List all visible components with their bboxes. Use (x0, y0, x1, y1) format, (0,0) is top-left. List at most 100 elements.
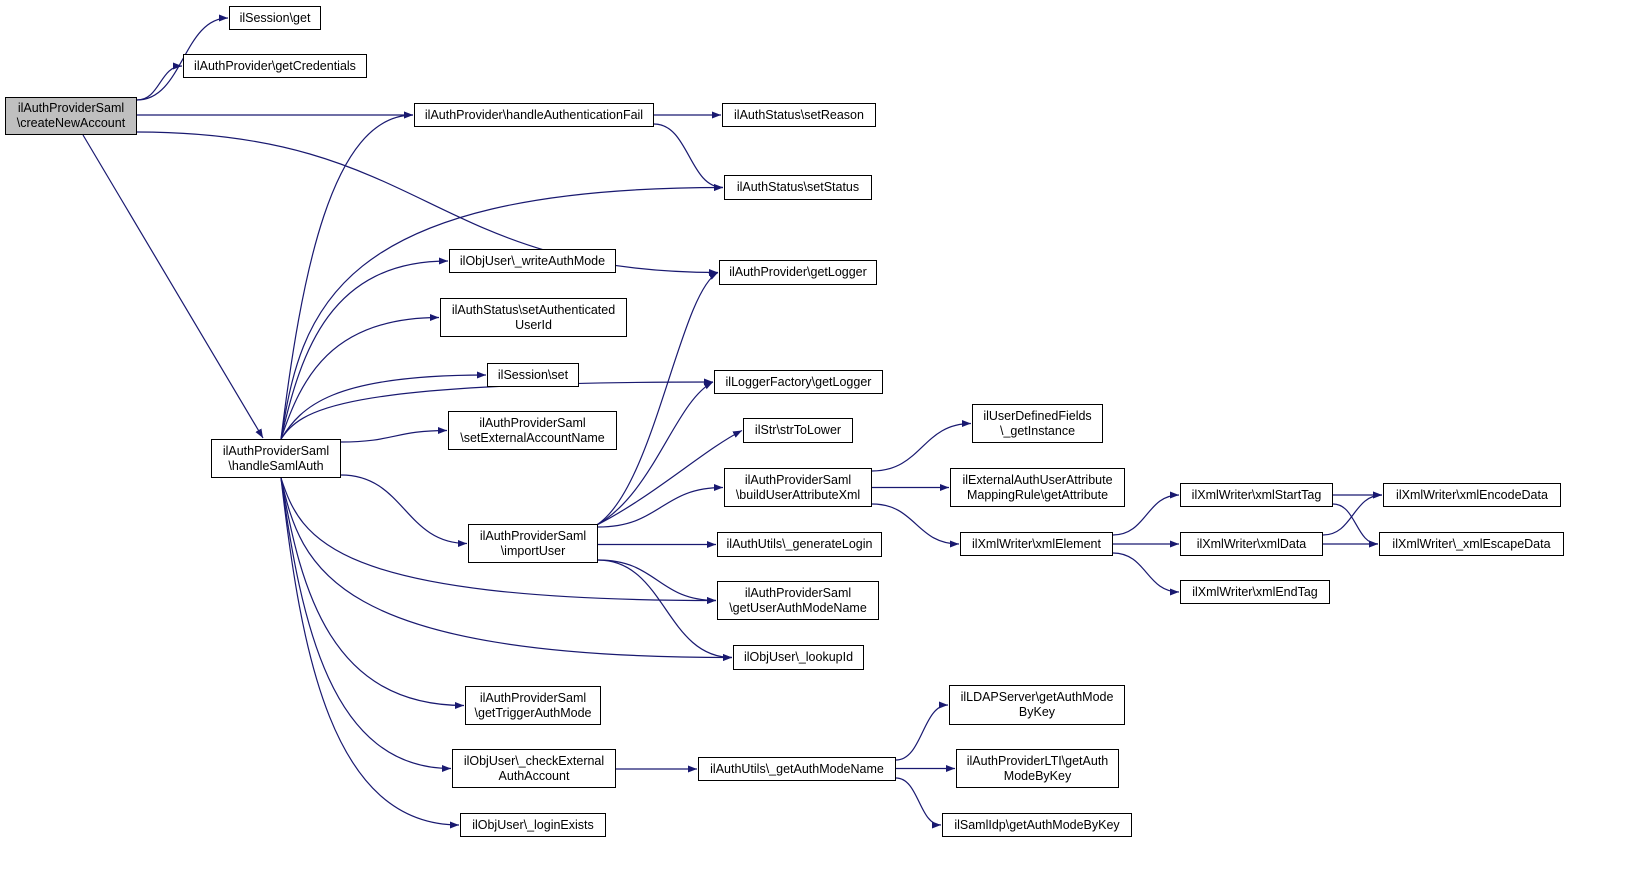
edge-getAuthModeName-to-samlIdpGetAuthMode (895, 777, 942, 829)
node-generate-login[interactable]: ilAuthUtils\_generateLogin (717, 532, 882, 557)
edge-handleSamlAuth-to-loginExists (280, 477, 460, 829)
node-get-credentials[interactable]: ilAuthProvider\getCredentials (183, 54, 367, 78)
node-login-exists[interactable]: ilObjUser\_loginExists (460, 813, 606, 837)
node-udf-get-instance[interactable]: ilUserDefinedFields\_getInstance (972, 404, 1103, 443)
node-xml-element[interactable]: ilXmlWriter\xmlElement (960, 532, 1113, 556)
edge-handleSamlAuth-to-setAuthUserId (280, 314, 440, 440)
node-label-line: ilObjUser\_writeAuthMode (459, 253, 606, 268)
node-xml-end-tag[interactable]: ilXmlWriter\xmlEndTag (1180, 580, 1330, 604)
node-label-line: ilSession\set (497, 367, 569, 382)
edge-xmlElement-to-xmlEndTag (1112, 552, 1180, 596)
node-str-to-lower[interactable]: ilStr\strToLower (743, 418, 853, 443)
edge-handleSamlAuth-to-setStatus (280, 184, 724, 440)
edge-importUser-to-lookupId (597, 559, 733, 661)
node-label-line: ilAuthProviderSaml (744, 585, 852, 600)
node-label-line: \createNewAccount (16, 116, 126, 130)
edge-xmlElement-to-xmlStartTag (1112, 491, 1180, 536)
node-label-line: ilObjUser\_loginExists (472, 817, 594, 832)
node-handle-auth-fail[interactable]: ilAuthProvider\handleAuthenticationFail (414, 103, 654, 127)
node-get-auth-mode-name[interactable]: ilAuthUtils\_getAuthModeName (698, 757, 896, 781)
edge-handleSamlAuth-to-sessionSet (280, 371, 487, 440)
node-label-line: ilXmlWriter\xmlEncodeData (1396, 487, 1548, 502)
edge-handleSamlAuth-to-writeAuthMode (280, 257, 449, 440)
node-label-line: ilXmlWriter\xmlEndTag (1192, 584, 1318, 599)
node-session-set[interactable]: ilSession\set (487, 363, 579, 387)
edge-handleSamlAuth-to-getUserAuthModeName (280, 477, 717, 604)
node-get-logger[interactable]: ilAuthProvider\getLogger (719, 260, 877, 285)
node-get-user-auth-mode-name[interactable]: ilAuthProviderSaml\getUserAuthModeName (717, 581, 879, 620)
node-xml-encode-data[interactable]: ilXmlWriter\xmlEncodeData (1383, 483, 1561, 507)
node-label-line: ilAuthUtils\_generateLogin (726, 537, 873, 551)
node-create-new-account[interactable]: ilAuthProviderSaml\createNewAccount (5, 97, 137, 135)
node-label-line: \_getInstance (999, 423, 1076, 438)
node-label-line: ilAuthProviderSaml (479, 690, 587, 705)
node-set-reason[interactable]: ilAuthStatus\setReason (722, 103, 876, 127)
node-label-line: ilAuthProviderLTI\getAuth (966, 753, 1109, 768)
node-label-line: ilLoggerFactory\getLogger (725, 374, 872, 389)
edge-importUser-to-strToLower (592, 429, 743, 528)
node-label-line: ilStr\strToLower (754, 423, 842, 437)
node-label-line: ByKey (1018, 705, 1056, 719)
edge-createNewAccount-to-handleSamlAuth (82, 134, 264, 439)
node-session-get[interactable]: ilSession\get (229, 6, 321, 30)
edge-handleSamlAuth-to-handleAuthFail (280, 111, 414, 440)
node-xml-start-tag[interactable]: ilXmlWriter\xmlStartTag (1180, 483, 1333, 507)
edge-createNewAccount-to-getCredentials (136, 62, 183, 101)
node-label-line: \importUser (500, 543, 566, 558)
node-set-ext-acc-name[interactable]: ilAuthProviderSaml\setExternalAccountNam… (448, 411, 617, 450)
edge-xmlData-to-xmlEncodeData (1322, 491, 1383, 536)
node-label-line: ilObjUser\_checkExternal (463, 753, 605, 768)
node-write-auth-mode[interactable]: ilObjUser\_writeAuthMode (449, 249, 616, 273)
node-xml-data[interactable]: ilXmlWriter\xmlData (1180, 532, 1323, 556)
node-get-trigger-auth-mode[interactable]: ilAuthProviderSaml\getTriggerAuthMode (465, 686, 601, 725)
node-label-line: ilAuthProviderSaml (17, 101, 125, 115)
node-label-line: ilAuthProviderSaml (744, 472, 852, 487)
node-label-line: ilAuthStatus\setAuthenticated (451, 302, 616, 317)
node-label-line: \getUserAuthModeName (729, 600, 867, 615)
node-logger-factory[interactable]: ilLoggerFactory\getLogger (714, 370, 883, 394)
node-label-line: AuthAccount (498, 768, 570, 783)
node-import-user[interactable]: ilAuthProviderSaml\importUser (468, 524, 598, 563)
node-label-line: ilSession\get (239, 10, 311, 25)
edge-createNewAccount-to-getLogger (136, 131, 719, 276)
node-build-user-attr-xml[interactable]: ilAuthProviderSaml\buildUserAttributeXml (724, 468, 872, 507)
node-saml-idp-get-auth-mode[interactable]: ilSamlIdp\getAuthModeByKey (942, 813, 1132, 837)
edge-createNewAccount-to-sessionGet (136, 14, 229, 101)
edge-buildUserAttrXml-to-xmlElement (871, 503, 960, 548)
node-label-line: ilAuthProviderSaml (222, 443, 330, 458)
edge-importUser-to-loggerFactory (592, 381, 714, 528)
node-xml-escape-data[interactable]: ilXmlWriter\_xmlEscapeData (1379, 532, 1564, 556)
edge-importUser-to-getUserAuthModeName (597, 559, 717, 604)
node-label-line: \setExternalAccountName (460, 430, 605, 445)
node-label-line: ilLDAPServer\getAuthMode (960, 690, 1114, 704)
node-label-line: ilUserDefinedFields (983, 408, 1092, 423)
node-label-line: ilAuthProvider\getCredentials (194, 58, 356, 73)
edge-buildUserAttrXml-to-udfGetInstance (871, 420, 972, 472)
edge-handleSamlAuth-to-checkExtAuth (280, 477, 452, 772)
node-lookup-id[interactable]: ilObjUser\_lookupId (733, 645, 864, 670)
node-label-line: ilAuthUtils\_getAuthModeName (710, 761, 884, 776)
edge-handleSamlAuth-to-lookupId (280, 477, 733, 661)
edge-handleSamlAuth-to-setExtAccName (340, 427, 448, 443)
node-label-line: ilXmlWriter\xmlElement (972, 536, 1101, 551)
node-label-line: ilExternalAuthUserAttribute (962, 472, 1113, 487)
edge-handleSamlAuth-to-importUser (340, 474, 468, 547)
node-handle-saml-auth[interactable]: ilAuthProviderSaml\handleSamlAuth (211, 439, 341, 478)
node-label-line: ilSamlIdp\getAuthModeByKey (954, 817, 1120, 832)
edge-importUser-to-buildUserAttrXml (597, 484, 724, 528)
edge-xmlStartTag-to-xmlEscapeData (1332, 503, 1379, 548)
node-label-line: ilAuthProvider\getLogger (729, 265, 867, 279)
node-label-line: ilXmlWriter\xmlStartTag (1191, 487, 1322, 502)
edge-importUser-to-getLogger (592, 271, 719, 528)
node-label-line: ilAuthStatus\setReason (734, 107, 864, 122)
node-label-line: ilXmlWriter\xmlData (1196, 536, 1307, 551)
node-set-status[interactable]: ilAuthStatus\setStatus (724, 175, 872, 200)
node-label-line: \getTriggerAuthMode (474, 705, 592, 720)
node-label-line: ilObjUser\_lookupId (743, 650, 854, 664)
